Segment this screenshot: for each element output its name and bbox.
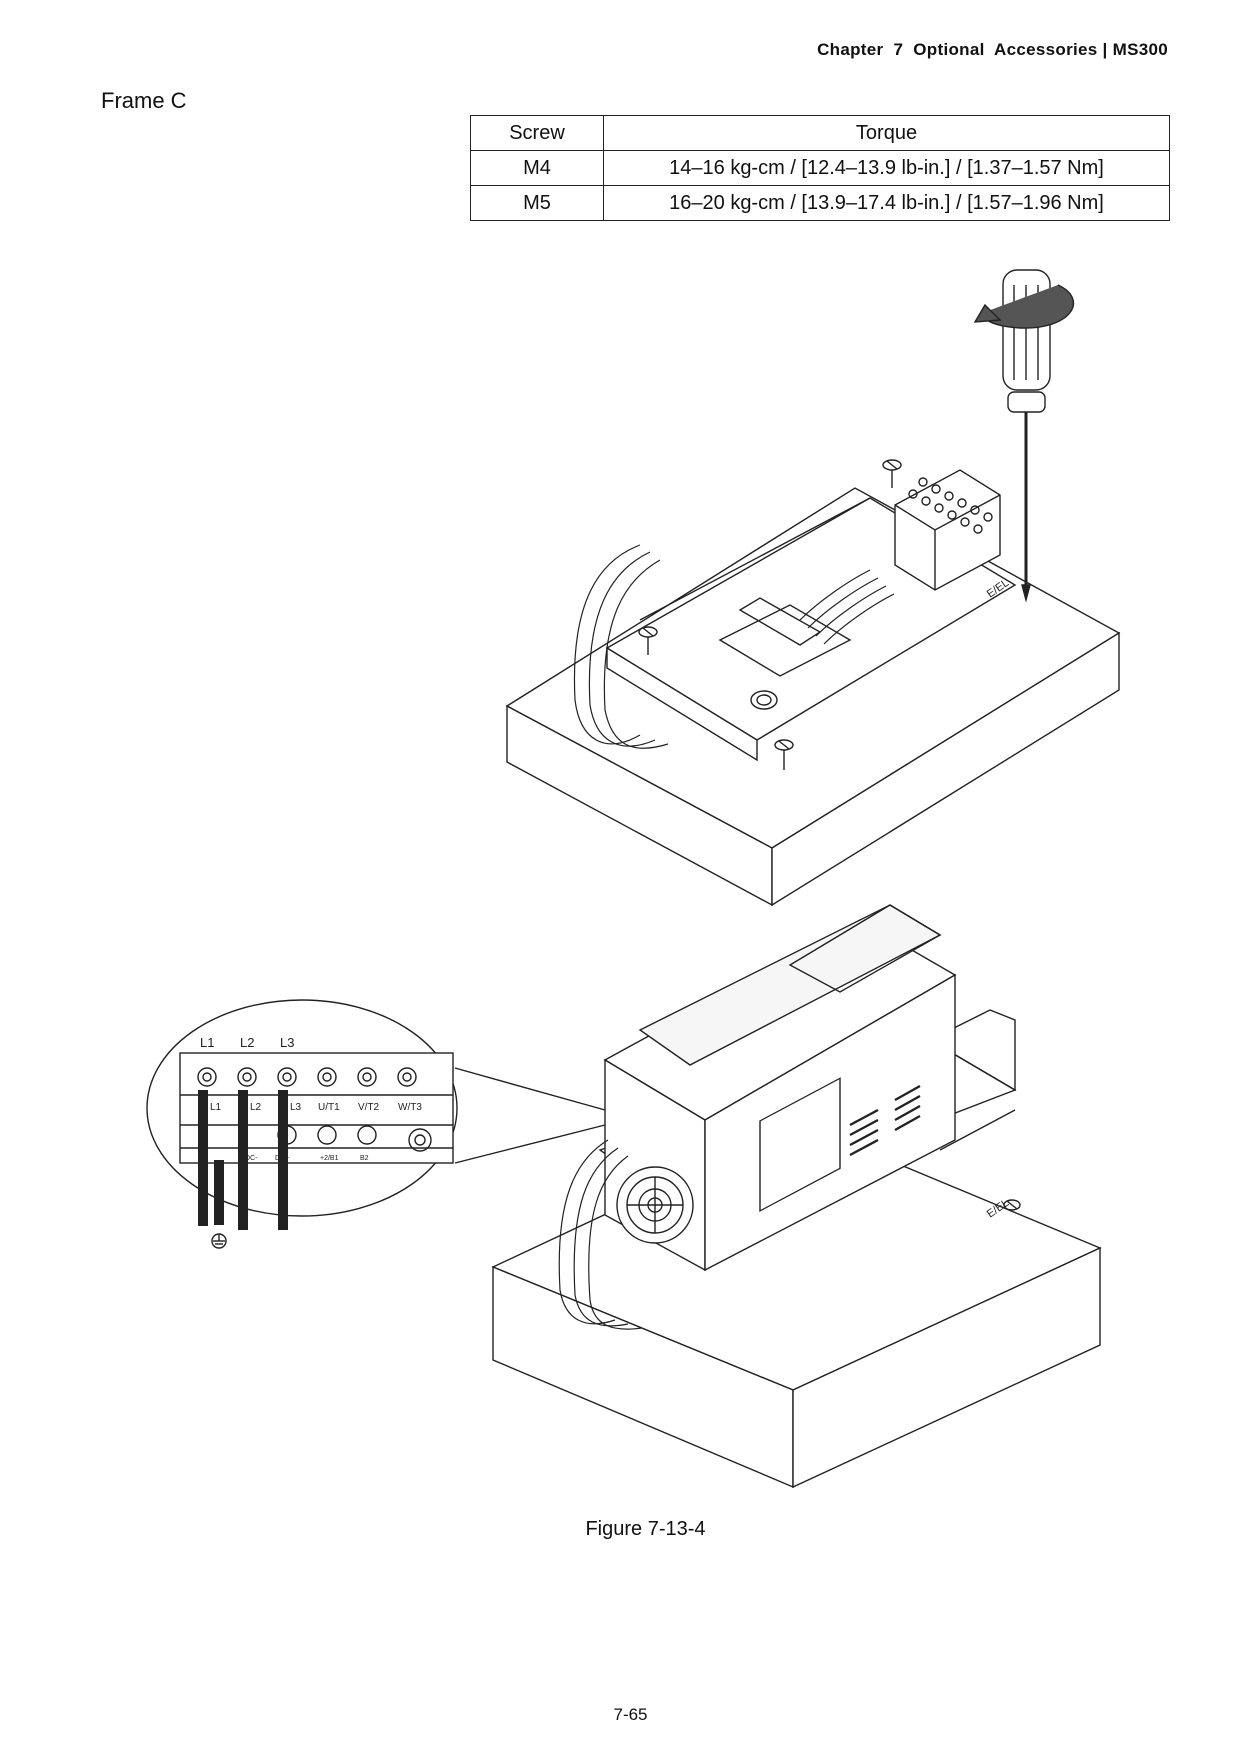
torque-table: Screw Torque M4 14–16 kg-cm / [12.4–13.9… <box>470 115 1170 221</box>
terminal-label: L1 <box>200 1035 214 1050</box>
ground-symbol-icon <box>211 1233 227 1249</box>
terminal-label: DC+ <box>275 1155 289 1162</box>
terminal-label: L3 <box>280 1035 294 1050</box>
terminal-screw-row <box>908 477 993 534</box>
terminal-label: L1 <box>210 1102 222 1113</box>
terminal-label-top: L1 L2 L3 <box>200 1035 294 1050</box>
terminal-label: L2 <box>240 1035 254 1050</box>
torque-cell: 14–16 kg-cm / [12.4–13.9 lb-in.] / [1.37… <box>603 150 1170 186</box>
input-wire <box>198 1090 288 1230</box>
page-number: 7-65 <box>613 1705 648 1724</box>
terminal-label: U/T1 <box>318 1102 340 1113</box>
screw-icon <box>1003 1199 1021 1211</box>
mounting-base-bottom <box>491 1122 1102 1489</box>
section-title: Frame C <box>101 88 187 113</box>
terminal-label-block: L1 L2 L3 U/T1 V/T2 W/T3 <box>210 1102 422 1113</box>
figure-caption: Figure 7-13-4 <box>585 1518 706 1540</box>
filter-terminal-block <box>894 469 1001 591</box>
cable-bundle <box>573 544 895 749</box>
torque-cell: 16–20 kg-cm / [13.9–17.4 lb-in.] / [1.57… <box>603 185 1170 221</box>
page-header: Chapter 7 Optional Accessories | MS300 <box>817 40 1168 59</box>
table-row: M4 14–16 kg-cm / [12.4–13.9 lb-in.] / [1… <box>470 150 1170 186</box>
table-row: M5 16–20 kg-cm / [13.9–17.4 lb-in.] / [1… <box>470 185 1170 221</box>
terminal-label: L2 <box>250 1102 262 1113</box>
terminal-label: +2/B1 <box>320 1155 339 1162</box>
ac-motor-drive <box>603 904 957 1272</box>
terminal-label: V/T2 <box>358 1102 380 1113</box>
callout-line <box>454 1124 606 1164</box>
screw-icon <box>638 626 658 655</box>
vent-grille <box>849 1084 921 1157</box>
column-header-torque: Torque <box>603 115 1170 151</box>
terminal-label: L3 <box>290 1102 302 1113</box>
terminal-label: B2 <box>360 1155 369 1162</box>
screw-cell: M5 <box>470 185 604 221</box>
terminal-label-bottom: DC- DC+ +2/B1 B2 <box>245 1155 369 1162</box>
cooling-fan <box>616 1166 694 1244</box>
terminal-zoom-callout <box>146 999 458 1217</box>
screw-icon <box>774 739 794 770</box>
rotation-arrow-icon <box>973 284 1075 329</box>
cable-bundle-bottom <box>558 1139 643 1330</box>
terminal-label: DC- <box>245 1155 258 1162</box>
terminal-label: W/T3 <box>398 1102 422 1113</box>
callout-line <box>454 1067 606 1111</box>
screw-icon <box>882 459 902 488</box>
